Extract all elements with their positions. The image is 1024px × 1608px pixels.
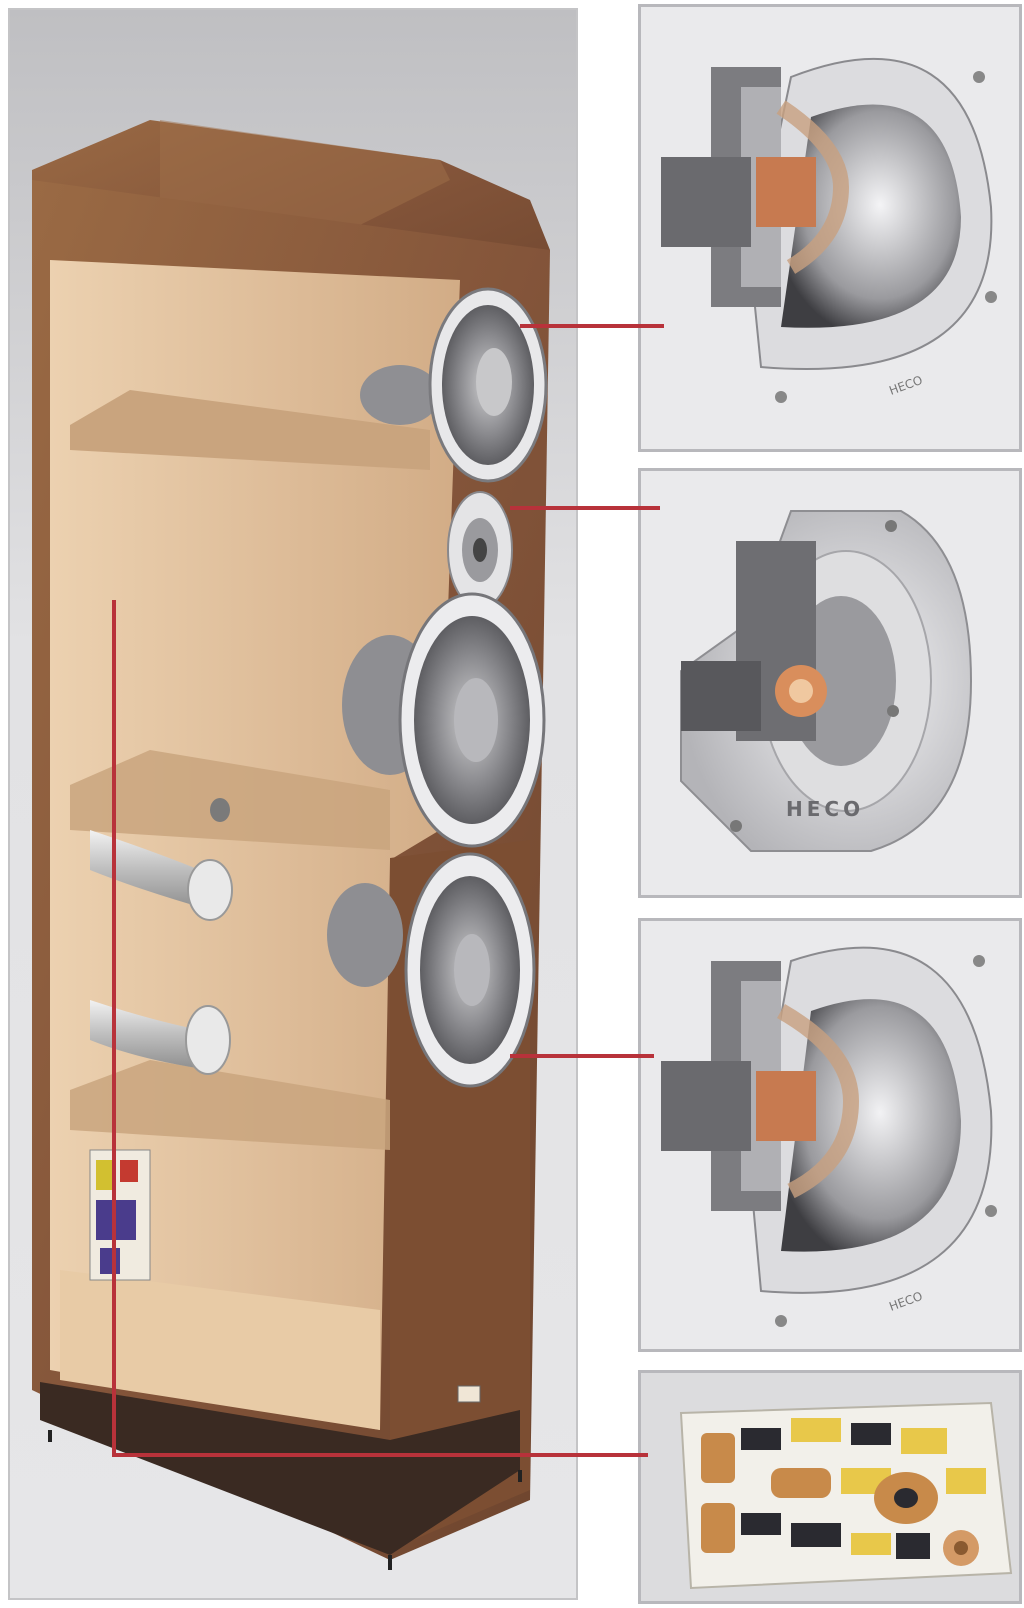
speaker-cutaway-illustration [10,10,576,1598]
detail-panel-upper-driver: HECO [638,4,1022,452]
woofer-brand-label: HECO [887,373,924,398]
tweeter-cutaway-illustration: HECO [680,510,973,852]
upper-driver-cutaway-illustration: HECO [661,57,997,403]
lower-woofer-cutaway-illustration: HECO [661,946,997,1327]
upper-midrange-driver [360,287,548,483]
speaker-cutaway-panel [8,8,578,1600]
detail-panel-tweeter: HECO [638,468,1022,898]
detail-panel-lower-woofer: HECO [638,918,1022,1352]
terminal-plate [457,1385,481,1403]
crossover-board-illustration [641,1373,1019,1601]
tweeter-brand-label: HECO [786,797,864,821]
tweeter [447,491,513,609]
crossover-components [701,1418,986,1566]
lower-woofer-brand-label: HECO [887,1289,924,1314]
crossover-board-in-cabinet [89,1149,151,1281]
detail-panel-crossover [638,1370,1022,1604]
